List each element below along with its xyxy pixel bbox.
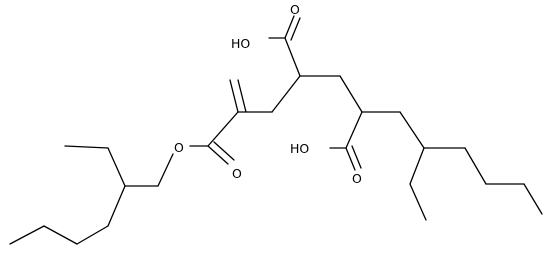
bond — [351, 145, 362, 169]
bonds — [9, 15, 543, 245]
hydroxyl-label-top: HO — [231, 36, 250, 51]
bond — [207, 111, 239, 147]
bond — [345, 147, 356, 171]
bond — [399, 111, 425, 149]
hydroxyl-label-mid: HO — [290, 141, 309, 156]
bond — [284, 15, 295, 39]
bond — [157, 153, 174, 187]
bond — [523, 183, 543, 215]
atom-labels: HO O HO O O O — [174, 2, 362, 186]
bond — [237, 79, 247, 113]
bond — [107, 147, 126, 187]
bond — [284, 37, 301, 77]
bond — [345, 111, 363, 149]
bond — [290, 17, 301, 41]
bond — [43, 225, 78, 245]
bond — [76, 225, 109, 245]
bond — [9, 225, 45, 245]
ester-carbonyl-oxygen-label: O — [232, 166, 242, 181]
bond — [409, 147, 425, 185]
bond — [339, 75, 363, 113]
bond — [464, 147, 487, 185]
bond — [207, 145, 229, 165]
ester-oxygen-label: O — [174, 140, 184, 155]
bond — [107, 185, 126, 227]
bond — [271, 75, 301, 113]
carbonyl-oxygen-label-top: O — [290, 2, 300, 17]
carbonyl-oxygen-label-mid: O — [352, 171, 362, 186]
bond — [229, 79, 239, 113]
bond — [409, 183, 427, 221]
bond — [64, 145, 109, 149]
bond — [213, 141, 235, 161]
